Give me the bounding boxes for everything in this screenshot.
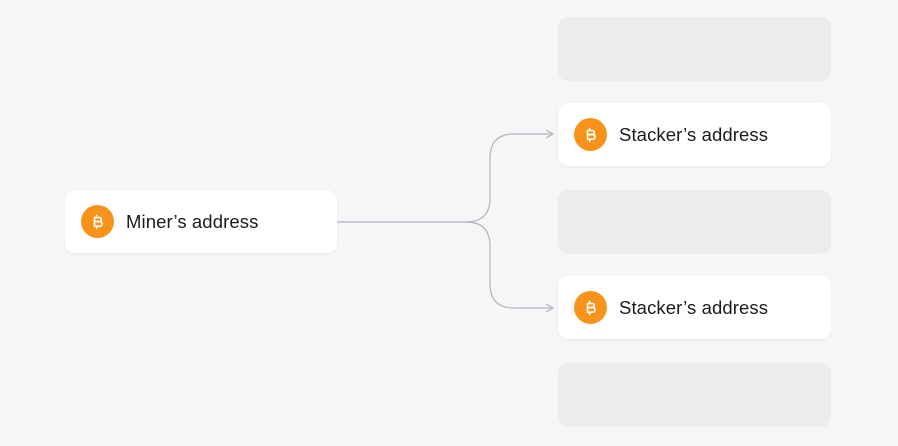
bitcoin-icon: [81, 205, 114, 238]
arrowhead-stacker-1: [545, 129, 555, 139]
arrowhead-stacker-2: [545, 303, 555, 313]
miner-address-card: Miner’s address: [65, 190, 337, 253]
placeholder-card: [558, 363, 831, 427]
bitcoin-icon: [574, 118, 607, 151]
miner-address-label: Miner’s address: [126, 210, 259, 232]
connector-to-stacker-2: [465, 221, 552, 309]
placeholder-card: [558, 190, 831, 254]
stacker-address-label: Stacker’s address: [619, 296, 769, 318]
stacker-address-card: Stacker’s address: [558, 103, 831, 166]
connector-to-stacker-1: [337, 133, 552, 223]
bitcoin-icon: [574, 291, 607, 324]
stacker-address-card: Stacker’s address: [558, 276, 831, 339]
placeholder-card: [558, 17, 831, 81]
stacker-address-label: Stacker’s address: [619, 123, 769, 145]
